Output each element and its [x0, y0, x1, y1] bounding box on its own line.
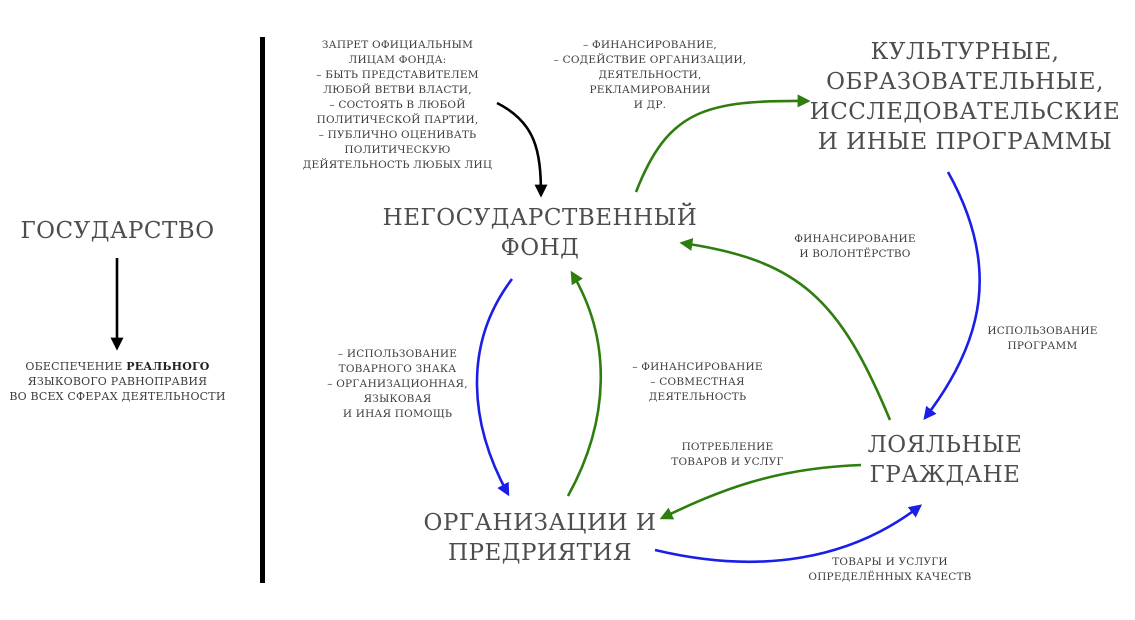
label-orgs-to-fund: – ФИНАНСИРОВАНИЕ – СОВМЕСТНАЯ ДЕЯТЕЛЬНОС…	[632, 361, 763, 403]
arrow-orgs-to-citizens	[654, 504, 923, 564]
arrow-citizens-to-fund	[679, 238, 892, 421]
arrow-prohibition-to-fund	[496, 101, 548, 198]
state-note-prefix: ОБЕСПЕЧЕНИЕ	[25, 360, 127, 373]
label-orgs-to-citizens: ТОВАРЫ И УСЛУГИ ОПРЕДЕЛЁННЫХ КАЧЕСТВ	[808, 556, 972, 583]
vertical-divider	[260, 37, 265, 583]
arrow-fund-to-programs	[634, 94, 811, 193]
label-fund-to-programs: – ФИНАНСИРОВАНИЕ, – СОДЕЙСТВИЕ ОРГАНИЗАЦ…	[553, 39, 747, 111]
node-citizens: ЛОЯЛЬНЫЕ ГРАЖДАНЕ	[867, 432, 1023, 488]
arrow-programs-to-citizens	[923, 171, 981, 421]
state-note-rest: ЯЗЫКОВОГО РАВНОПРАВИЯ ВО ВСЕХ СФЕРАХ ДЕЯ…	[9, 375, 226, 403]
label-programs-to-citizens: ИСПОЛЬЗОВАНИЕ ПРОГРАММ	[987, 325, 1098, 352]
label-citizens-to-fund: ФИНАНСИРОВАНИЕ И ВОЛОНТЁРСТВО	[794, 233, 916, 260]
arrow-orgs-to-fund	[566, 270, 603, 497]
node-fund: НЕГОСУДАРСТВЕННЫЙ ФОНД	[382, 205, 698, 261]
state-note: ОБЕСПЕЧЕНИЕ РЕАЛЬНОГО ЯЗЫКОВОГО РАВНОПРА…	[5, 359, 230, 404]
label-fund-to-orgs: – ИСПОЛЬЗОВАНИЕ ТОВАРНОГО ЗНАКА – ОРГАНИ…	[327, 348, 468, 420]
node-programs: КУЛЬТУРНЫЕ, ОБРАЗОВАТЕЛЬНЫЕ, ИССЛЕДОВАТЕ…	[809, 39, 1121, 155]
label-prohibition: ЗАПРЕТ ОФИЦИАЛЬНЫМ ЛИЦАМ ФОНДА: – БЫТЬ П…	[302, 39, 493, 171]
node-orgs: ОРГАНИЗАЦИИ И ПРЕДРИЯТИЯ	[423, 510, 657, 566]
arrow-fund-to-orgs	[475, 278, 514, 497]
state-note-bold: РЕАЛЬНОГО	[126, 360, 210, 373]
label-citizens-to-orgs: ПОТРЕБЛЕНИЕ ТОВАРОВ И УСЛУГ	[671, 441, 784, 468]
node-state: ГОСУДАРСТВО	[20, 218, 215, 244]
arrow-citizens-to-orgs	[659, 463, 862, 520]
